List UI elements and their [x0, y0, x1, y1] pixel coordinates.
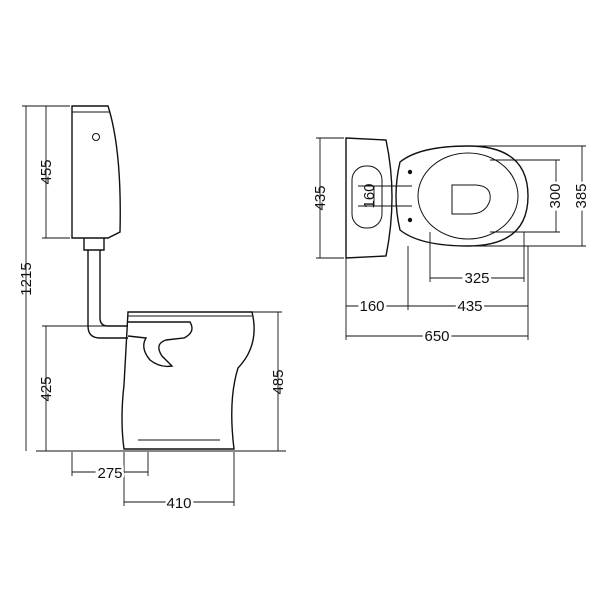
- dim-cistern-projection: 160: [359, 298, 384, 315]
- cistern-top-outline: [345, 137, 393, 259]
- hinge-icon: [407, 217, 413, 223]
- flush-pipe-inner: [99, 250, 128, 327]
- bowl-rim-opening: [127, 321, 193, 368]
- dim-cistern-depth: 435: [312, 185, 329, 210]
- cistern-inner-slot: [351, 165, 383, 229]
- dim-bowl-height: 485: [270, 369, 287, 394]
- bowl-top-outline: [395, 145, 529, 247]
- dim-cistern-height: 455: [38, 159, 55, 184]
- dim-bowl-length: 435: [457, 298, 482, 315]
- dim-bowl-inner-width: 300: [547, 183, 564, 208]
- flush-button-icon: [92, 133, 100, 141]
- dim-projection: 410: [166, 495, 191, 512]
- side-view: 1215 455 425 485 275 410: [18, 105, 287, 515]
- bowl-opening: [451, 184, 491, 215]
- seat-ring: [417, 152, 519, 240]
- hinge-icon: [407, 169, 413, 175]
- cistern-fitting: [83, 238, 105, 251]
- dim-total-length: 650: [424, 328, 449, 345]
- bowl-outline: [121, 311, 255, 450]
- flush-pipe: [87, 250, 128, 339]
- dim-outlet-offset: 275: [97, 465, 122, 482]
- dim-cistern-inner: 160: [361, 183, 378, 208]
- dim-seat-height: 425: [38, 376, 55, 401]
- top-view: 435 160 300 385 325 160 435 650: [312, 137, 593, 348]
- dim-bowl-width: 385: [573, 183, 590, 208]
- cistern-outline: [71, 105, 121, 239]
- dim-total-height: 1215: [18, 262, 35, 295]
- dim-opening-length: 325: [464, 270, 489, 287]
